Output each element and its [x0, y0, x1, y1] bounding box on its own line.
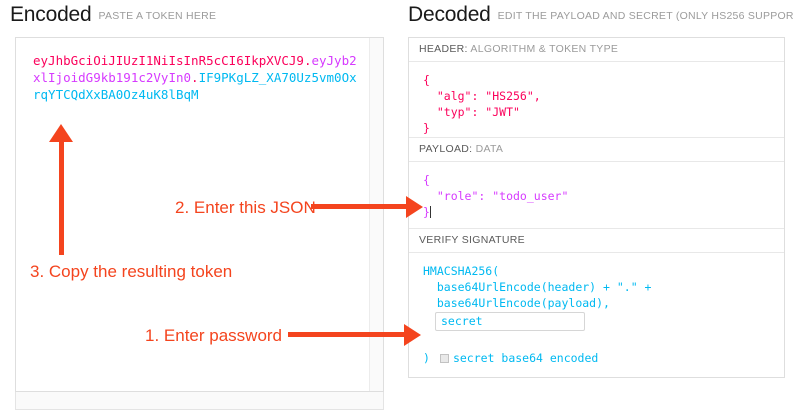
encoded-token-text[interactable]: eyJhbGciOiJIUzI1NiIsInR5cCI6IkpXVCJ9.eyJ…	[33, 52, 363, 103]
annotation-arrow-3-shaft	[59, 140, 64, 255]
annotation-arrow-3-head-icon	[49, 124, 73, 142]
base64-encoded-label[interactable]: secret base64 encoded	[452, 351, 599, 365]
token-header-segment: eyJhbGciOiJIUzI1NiIsInR5cCI6IkpXVCJ9	[33, 53, 304, 68]
payload-section-label-rest: DATA	[472, 143, 504, 155]
secret-input[interactable]	[435, 312, 585, 331]
token-payload-segment: eyJyb2xlIjoidG9kb191c2VyIn0	[33, 53, 357, 85]
signature-close-line: ) secret base64 encoded	[423, 350, 784, 366]
annotation-step-1: 1. Enter password	[145, 326, 283, 345]
encoded-heading: Encoded	[10, 3, 92, 26]
token-separator-1: .	[303, 53, 312, 68]
header-section-label: HEADER: ALGORITHM & TOKEN TYPE	[409, 38, 784, 62]
annotation-arrow-2-shaft	[311, 204, 409, 209]
token-signature-segment: IF9PKgLZ_XA70Uz5vm0OxrqYTCQdXxBA0Oz4uK8l…	[33, 70, 357, 102]
encoded-panel-scrollbar[interactable]	[369, 38, 383, 391]
hmac-line-3: base64UrlEncode(payload),	[423, 296, 610, 310]
text-cursor	[429, 206, 431, 218]
signature-verification-area: HMACSHA256( base64UrlEncode(header) + ".…	[409, 253, 784, 365]
signature-section-label-lead: VERIFY SIGNATURE	[419, 234, 525, 246]
encoded-subheading: PASTE A TOKEN HERE	[98, 10, 217, 22]
annotation-step-2: 2. Enter this JSON	[175, 198, 316, 217]
decoded-panel: HEADER: ALGORITHM & TOKEN TYPE { "alg": …	[408, 37, 785, 378]
hmac-line-2: base64UrlEncode(header) + "." +	[423, 280, 652, 294]
payload-json-text: { "role": "todo_user" }	[423, 173, 569, 219]
annotation-arrow-2-head-icon	[406, 196, 423, 218]
header-section-label-rest: ALGORITHM & TOKEN TYPE	[467, 43, 619, 55]
base64-encoded-checkbox[interactable]	[439, 353, 449, 363]
signature-section-label: VERIFY SIGNATURE	[409, 229, 784, 253]
close-paren: )	[423, 351, 430, 365]
decoded-column-title: Decoded EDIT THE PAYLOAD AND SECRET (ONLY…	[408, 3, 793, 27]
payload-section-label: PAYLOAD: DATA	[409, 138, 784, 162]
encoded-column-title: Encoded PASTE A TOKEN HERE	[10, 3, 216, 27]
token-separator-2: .	[191, 70, 199, 85]
annotation-arrow-1-head-icon	[404, 324, 421, 346]
annotation-arrow-1-shaft	[288, 332, 406, 337]
header-section-label-lead: HEADER:	[419, 43, 468, 55]
encoded-token-panel[interactable]: eyJhbGciOiJIUzI1NiIsInR5cCI6IkpXVCJ9.eyJ…	[15, 37, 384, 392]
header-json-editor[interactable]: { "alg": "HS256", "typ": "JWT" }	[409, 62, 784, 138]
encoded-panel-footer	[15, 392, 384, 410]
annotation-step-3: 3. Copy the resulting token	[30, 262, 233, 281]
decoded-heading: Decoded	[408, 3, 491, 26]
payload-section-label-lead: PAYLOAD:	[419, 143, 473, 155]
hmac-line-1: HMACSHA256(	[423, 264, 500, 278]
payload-json-editor[interactable]: { "role": "todo_user" }	[409, 162, 784, 229]
decoded-subheading: EDIT THE PAYLOAD AND SECRET (ONLY HS256 …	[497, 10, 793, 22]
